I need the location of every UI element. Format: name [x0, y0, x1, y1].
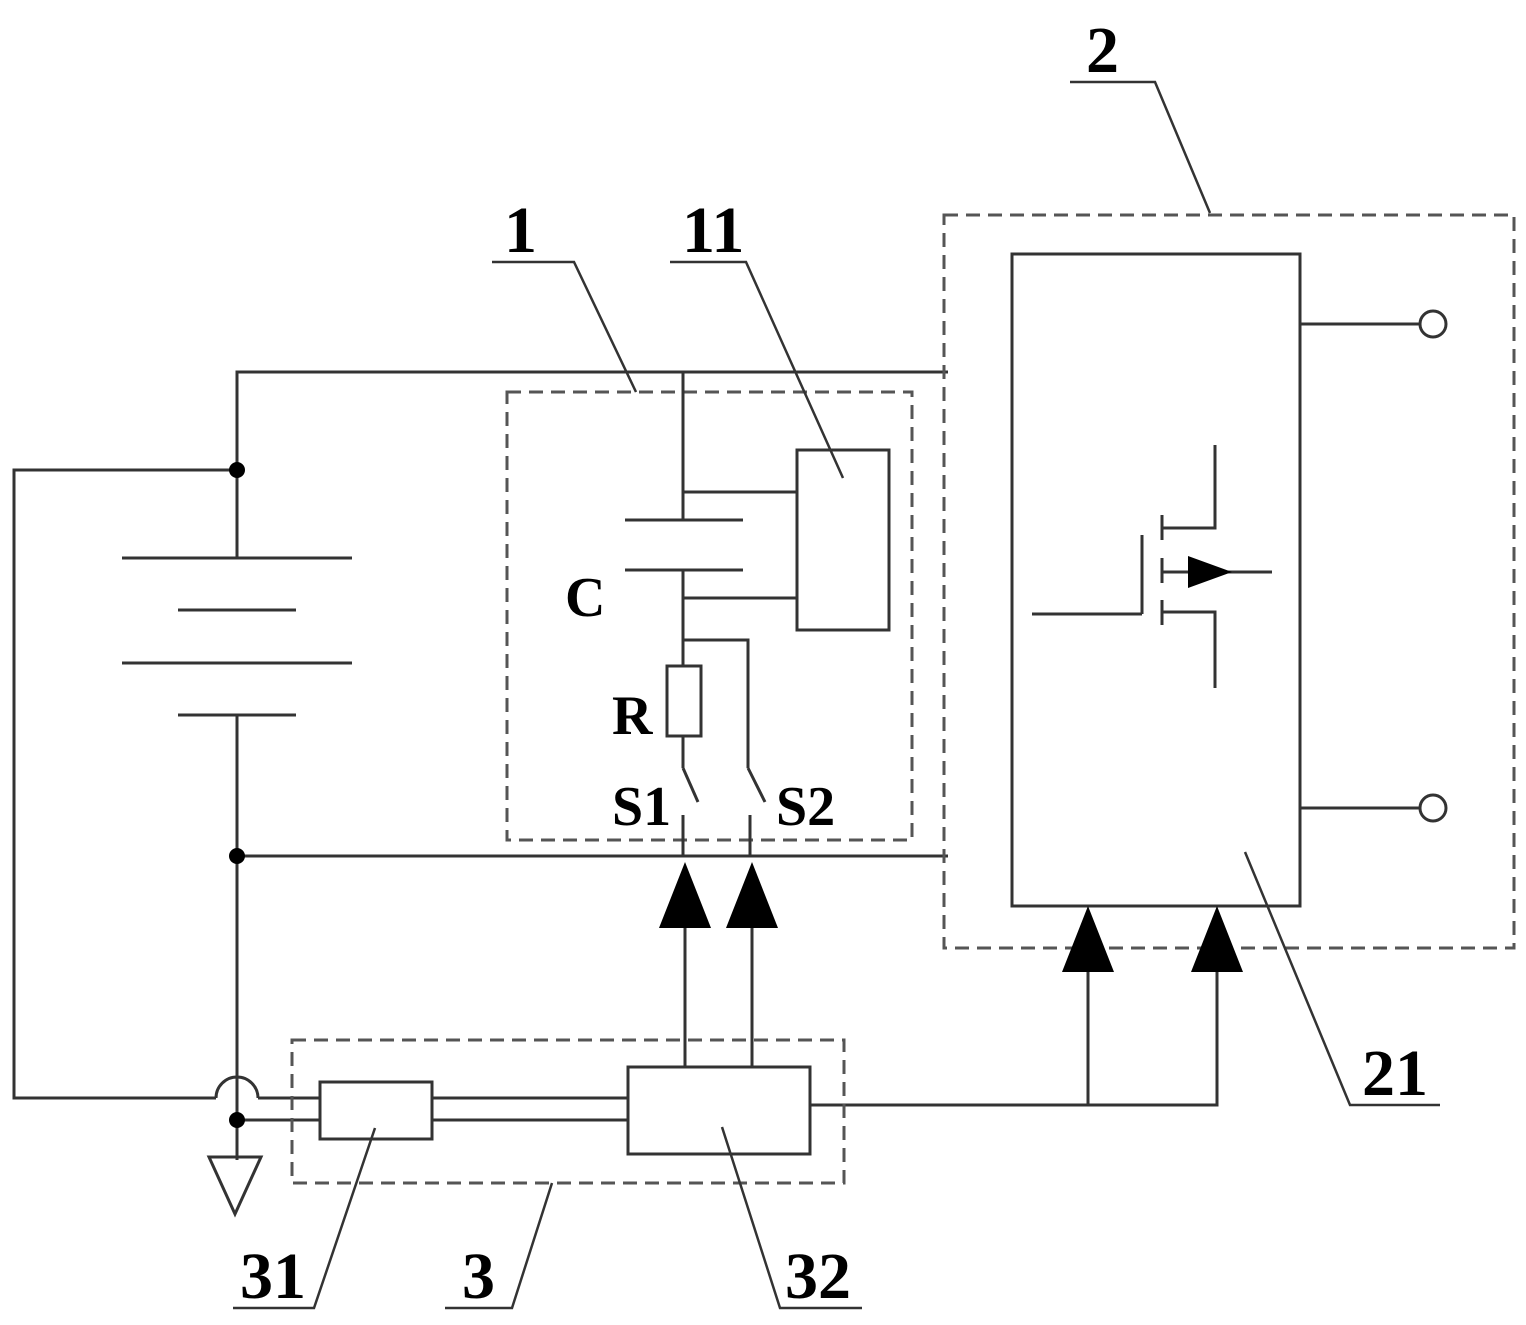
ref-31: 31: [240, 1240, 306, 1313]
ref-1: 1: [504, 194, 537, 267]
ref-21: 21: [1362, 1037, 1428, 1110]
arrow-s1: [659, 862, 711, 928]
block-32-box: [626, 1065, 812, 1156]
resistor-label: R: [612, 685, 653, 747]
resistor: [665, 664, 703, 738]
arrow-21-right: [1191, 906, 1243, 972]
block-1: [505, 372, 914, 856]
arrow-s2: [726, 862, 778, 928]
leader-lines: [233, 80, 1440, 1310]
battery: [122, 556, 352, 717]
block-21-box: [1010, 252, 1302, 908]
ref-32: 32: [785, 1240, 851, 1313]
mosfet-symbol: [1032, 445, 1272, 688]
arrow-21-left: [1062, 906, 1114, 972]
junctions: [229, 462, 245, 1128]
block-31-box: [318, 1080, 434, 1141]
output-terminal-bottom: [1418, 793, 1448, 823]
ground-icon: [206, 1155, 264, 1218]
output-terminal-top: [1418, 309, 1448, 339]
capacitor-label: C: [565, 567, 605, 629]
ref-11: 11: [682, 194, 744, 267]
block-11-box: [795, 448, 891, 632]
block-3: [290, 1038, 846, 1185]
arrows: [659, 862, 1243, 972]
switch-s2-label: S2: [776, 776, 835, 838]
block-2: [942, 213, 1516, 950]
wiring: [12, 370, 1219, 1160]
ref-3: 3: [462, 1240, 495, 1313]
ref-2: 2: [1086, 14, 1119, 87]
switch-s1-label: S1: [612, 776, 671, 838]
